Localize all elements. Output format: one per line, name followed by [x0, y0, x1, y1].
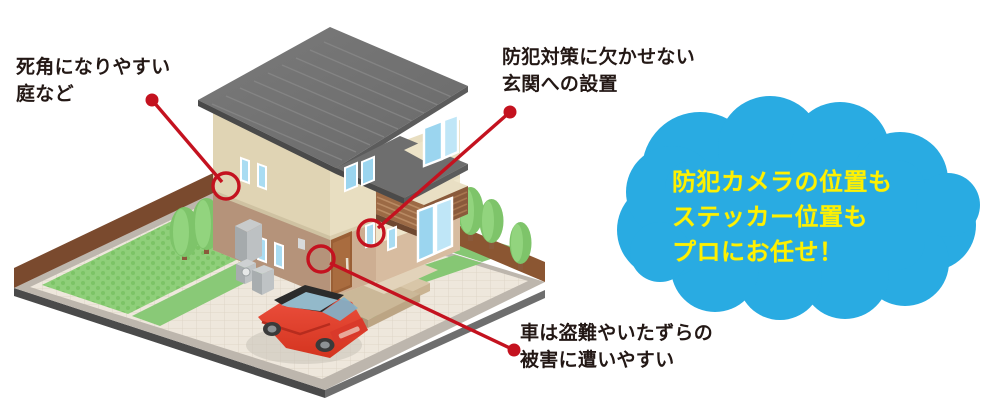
- callout-circle-car: [306, 244, 336, 274]
- callout-dots: [145, 93, 521, 357]
- tree: [479, 199, 504, 249]
- window: [344, 161, 358, 193]
- window: [361, 155, 375, 187]
- window-large: [422, 113, 460, 168]
- balloon-message: 防犯カメラの位置も ステッカー位置も プロにお任せ！: [672, 168, 893, 267]
- callout-line-car: [329, 261, 515, 352]
- utility-boxes: [235, 219, 305, 295]
- red-car: [246, 285, 368, 364]
- house-roof: [198, 27, 468, 204]
- callout-dot-entrance: [503, 105, 517, 119]
- callout-line-garden: [150, 98, 224, 184]
- callout-circle-entrance: [356, 218, 386, 248]
- cloud-shape: [617, 96, 980, 320]
- callout-dot-garden: [145, 93, 159, 107]
- window: [387, 225, 397, 252]
- window: [274, 241, 284, 270]
- callout-line-entrance: [376, 110, 512, 230]
- callout-circle-garden: [211, 171, 241, 201]
- tree: [509, 222, 532, 270]
- window-large: [416, 196, 454, 263]
- callout-dot-car: [507, 343, 521, 357]
- entrance-door: [331, 231, 352, 296]
- windows: [240, 113, 460, 270]
- window: [257, 162, 267, 191]
- callout-label-car: 車は盗難やいたずらの 被害に遭いやすい: [520, 322, 714, 371]
- window: [240, 156, 250, 185]
- callout-circles: [211, 171, 386, 274]
- callout-label-garden: 死角になりやすい 庭など: [16, 56, 171, 105]
- callout-label-entrance: 防犯対策に欠かせない 玄関への設置: [502, 46, 696, 95]
